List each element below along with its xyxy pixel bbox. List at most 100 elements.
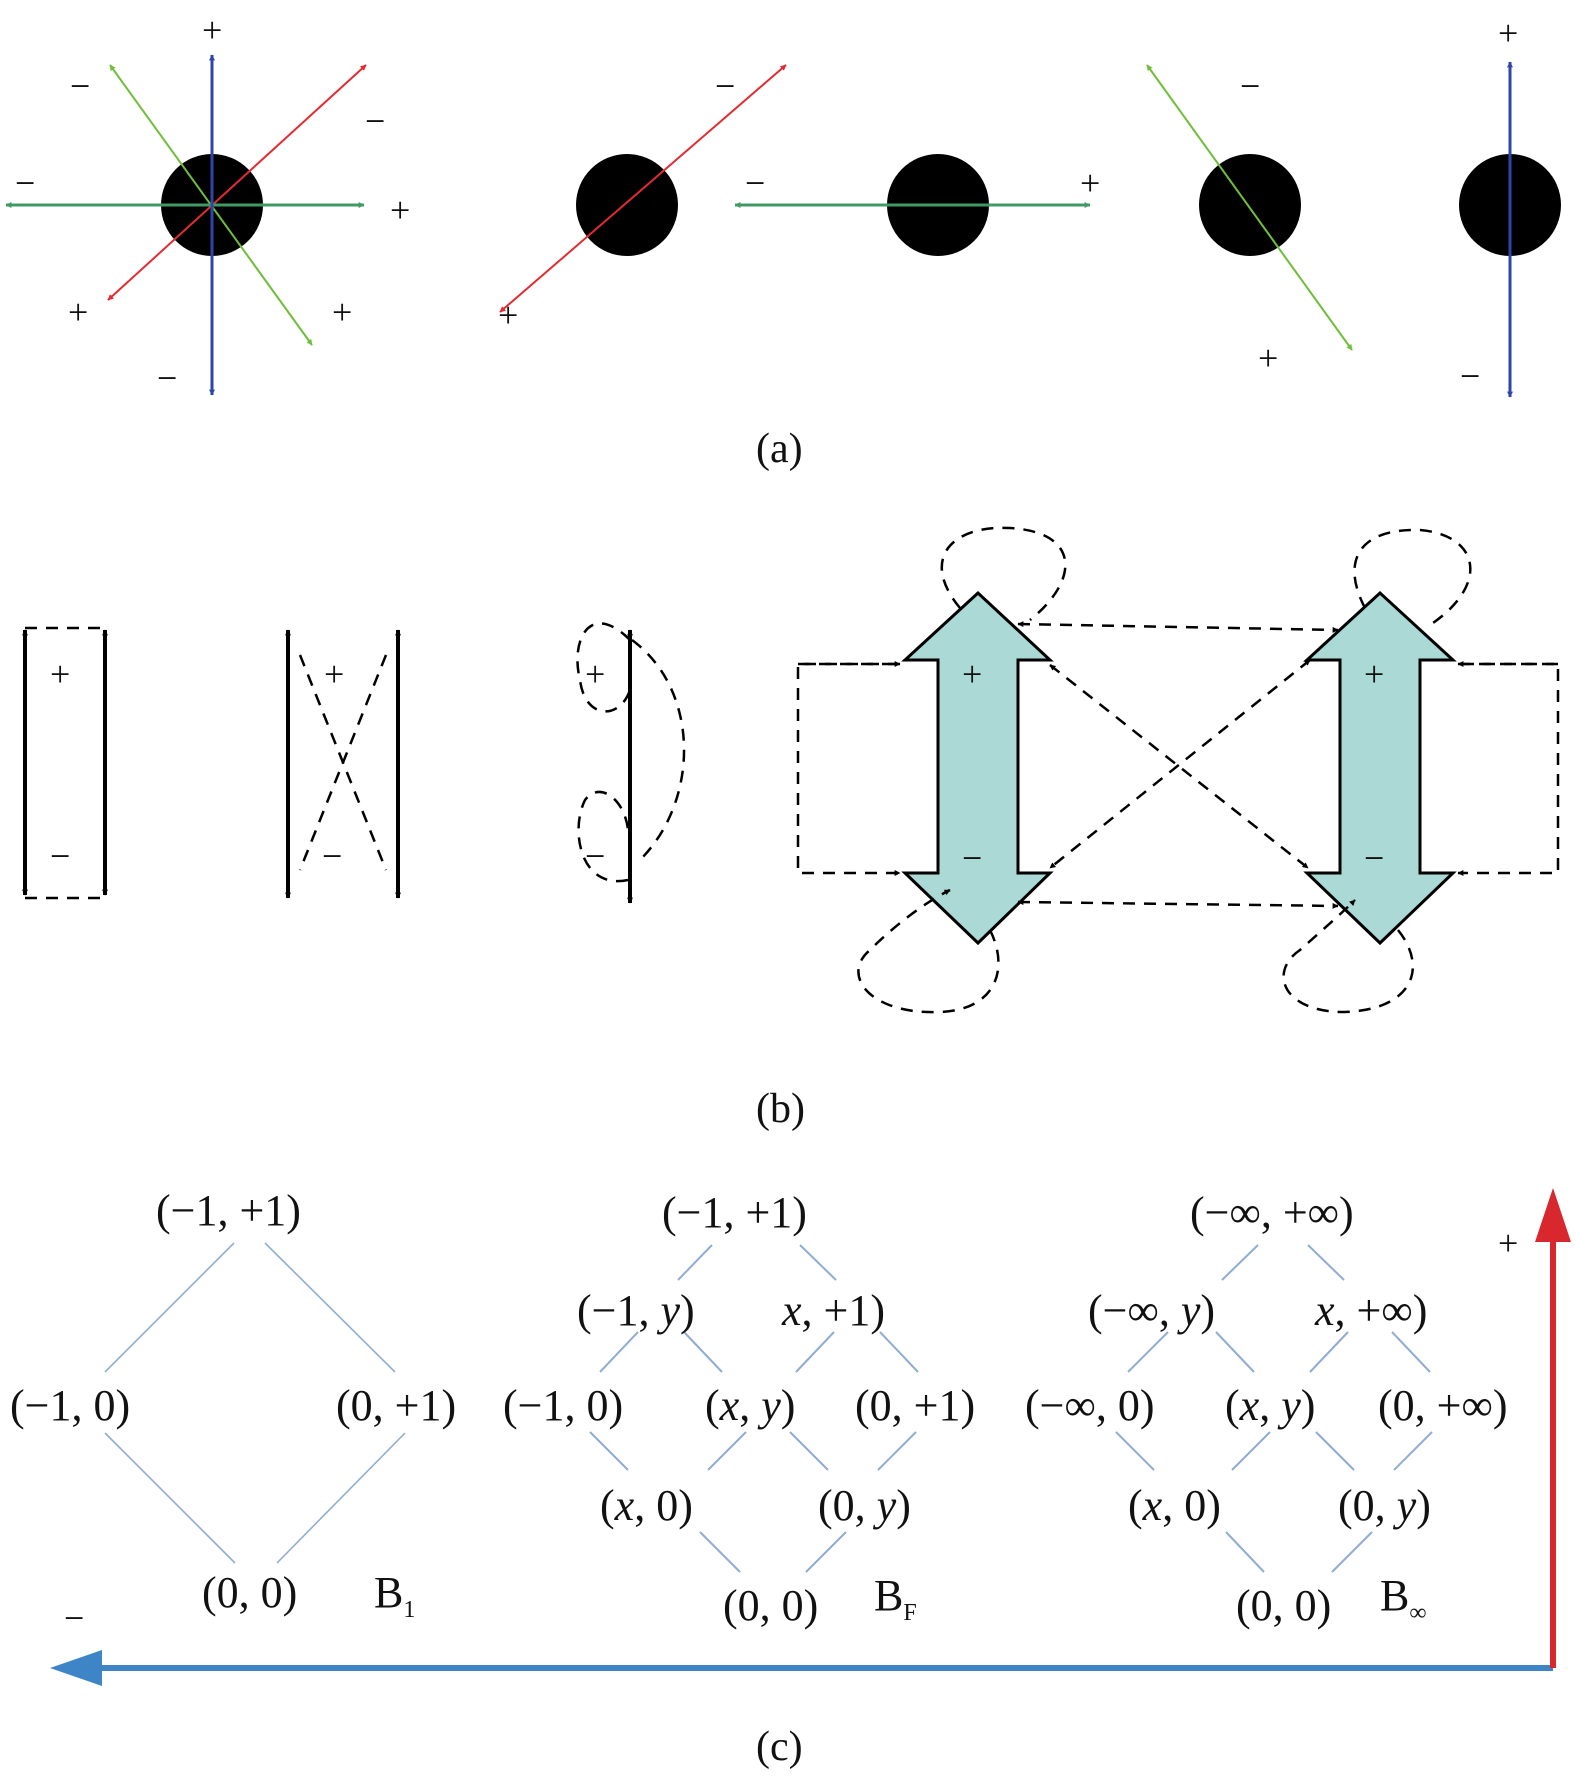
lattice-node: x, +1) xyxy=(781,1286,885,1335)
horizontal-axis-arrowhead xyxy=(50,1650,102,1686)
caption-c: (c) xyxy=(756,1724,803,1770)
lattice-label: B∞ xyxy=(1380,1571,1426,1626)
lattice-edge xyxy=(1225,1531,1265,1573)
dashed-loop xyxy=(1282,899,1415,1014)
axis-plus-label: + xyxy=(1498,1223,1518,1263)
lattice-edge xyxy=(789,1431,829,1471)
lattice-edge xyxy=(1309,1331,1349,1373)
lattice-node: (x, 0) xyxy=(600,1481,693,1530)
lattice-node: (0, 0) xyxy=(202,1568,297,1617)
sign-minus: − xyxy=(15,163,35,203)
sign-plus: + xyxy=(1258,338,1278,378)
lattice-node: (x, 0) xyxy=(1128,1481,1221,1530)
sign-plus: + xyxy=(68,292,88,332)
sign-plus: + xyxy=(962,654,982,694)
lattice-node: (−∞, +∞) xyxy=(1190,1188,1354,1237)
lattice-edge xyxy=(683,1331,723,1373)
sign-plus: + xyxy=(585,654,605,694)
sign-plus: + xyxy=(332,292,352,332)
pair-parallel: + − xyxy=(22,626,108,900)
particle-dot xyxy=(576,154,678,256)
lattice-node: (0, y) xyxy=(1338,1481,1431,1530)
red-diagonal-arrow xyxy=(499,64,787,313)
caption-a: (a) xyxy=(756,426,803,472)
caption-b: (b) xyxy=(756,1086,805,1132)
red-diagonal-arrow xyxy=(107,64,367,301)
sign-plus: + xyxy=(1080,163,1100,203)
dipole-green: − + xyxy=(1146,64,1353,378)
dashed-link xyxy=(796,662,901,876)
lattice-node: (0, +1) xyxy=(855,1381,975,1430)
lattice-node: (−∞, y) xyxy=(1088,1286,1215,1335)
lattice-edge xyxy=(795,1331,835,1373)
lattice-edge xyxy=(1315,1431,1355,1471)
dipole-red: − + xyxy=(498,64,787,335)
single-self-loops: + − xyxy=(576,622,686,904)
panel-b: + − + − + − + − + − xyxy=(22,526,1560,1132)
lattice-node: (x, y) xyxy=(705,1381,795,1430)
lattice-edge xyxy=(104,1432,236,1564)
lattice-label: BF xyxy=(874,1571,917,1626)
lattice-label: B1 xyxy=(374,1568,415,1623)
dashed-link xyxy=(298,654,388,871)
vertical-axis-arrowhead xyxy=(1535,1188,1571,1242)
sign-minus: − xyxy=(50,836,70,876)
lattice-edge xyxy=(276,1432,406,1564)
sign-minus: − xyxy=(1460,356,1480,396)
lattice-edge xyxy=(1231,1431,1271,1471)
lattice-edge xyxy=(1391,1331,1431,1373)
dipole-horizontal: − + xyxy=(734,154,1100,256)
sign-minus: − xyxy=(1364,838,1384,878)
sign-minus: − xyxy=(322,836,342,876)
lattice-node: (0, 0) xyxy=(1236,1581,1331,1630)
panel-c: (−1, +1) (−1, 0) (0, +1) (0, 0) B1 (−1, … xyxy=(10,1186,1571,1770)
lattice-edge xyxy=(677,1244,713,1281)
fat-arrow-network: + − + − xyxy=(796,526,1560,1014)
lattice-node: (0, 0) xyxy=(723,1581,818,1630)
lattice-edge xyxy=(1393,1431,1433,1471)
dipole-vertical: + − xyxy=(1459,13,1561,398)
lattice-node: x, +∞) xyxy=(1314,1286,1427,1335)
dashed-link xyxy=(1049,659,1311,869)
lattice-edge xyxy=(589,1431,629,1471)
fat-double-arrow-left xyxy=(901,590,1054,946)
lattice-edge xyxy=(1127,1331,1169,1373)
lattice-b1: (−1, +1) (−1, 0) (0, +1) (0, 0) B1 xyxy=(10,1186,456,1623)
dashed-loop xyxy=(857,888,1000,1014)
sign-minus: − xyxy=(585,836,605,876)
panel-a: + − − − + + + − − + − + − + xyxy=(5,10,1561,472)
lattice-edge xyxy=(877,1431,917,1471)
sign-minus: − xyxy=(745,163,765,203)
dipole-cluster: + − − − + + + − xyxy=(5,10,410,398)
lattice-node: (0, y) xyxy=(818,1481,911,1530)
axis-minus-label: − xyxy=(64,1598,84,1638)
order-axes: + − xyxy=(50,1188,1571,1686)
lattice-edge xyxy=(805,1531,847,1573)
lattice-node: (−∞, 0) xyxy=(1025,1381,1155,1430)
sign-minus: − xyxy=(70,66,90,106)
sign-minus: − xyxy=(962,838,982,878)
lattice-node: (−1, +1) xyxy=(662,1188,807,1237)
sign-plus: + xyxy=(1498,13,1518,53)
lattice-edge xyxy=(1215,1331,1255,1373)
dashed-loop xyxy=(577,790,630,883)
lattice-node: (−1, 0) xyxy=(503,1381,623,1430)
dashed-loop xyxy=(940,526,1067,621)
lattice-edge xyxy=(1221,1244,1259,1281)
lattice-bf: (−1, +1) (−1, y) x, +1) (−1, 0) (x, y) (… xyxy=(503,1188,975,1630)
lattice-node: (−1, +1) xyxy=(156,1186,301,1235)
lattice-edge xyxy=(799,1244,837,1281)
dashed-loop xyxy=(631,638,686,861)
sign-plus: + xyxy=(498,295,518,335)
lattice-edge xyxy=(264,1242,396,1373)
sign-plus: + xyxy=(324,654,344,694)
lattice-edge xyxy=(1331,1531,1373,1573)
lattice-node: (x, y) xyxy=(1225,1381,1315,1430)
sign-minus: − xyxy=(1240,66,1260,106)
particle-dot xyxy=(1199,154,1301,256)
sign-plus: + xyxy=(390,190,410,230)
pair-crossed: + − xyxy=(285,629,401,899)
lattice-binf: (−∞, +∞) (−∞, y) x, +∞) (−∞, 0) (x, y) (… xyxy=(1025,1188,1508,1630)
dashed-link xyxy=(1457,662,1560,876)
